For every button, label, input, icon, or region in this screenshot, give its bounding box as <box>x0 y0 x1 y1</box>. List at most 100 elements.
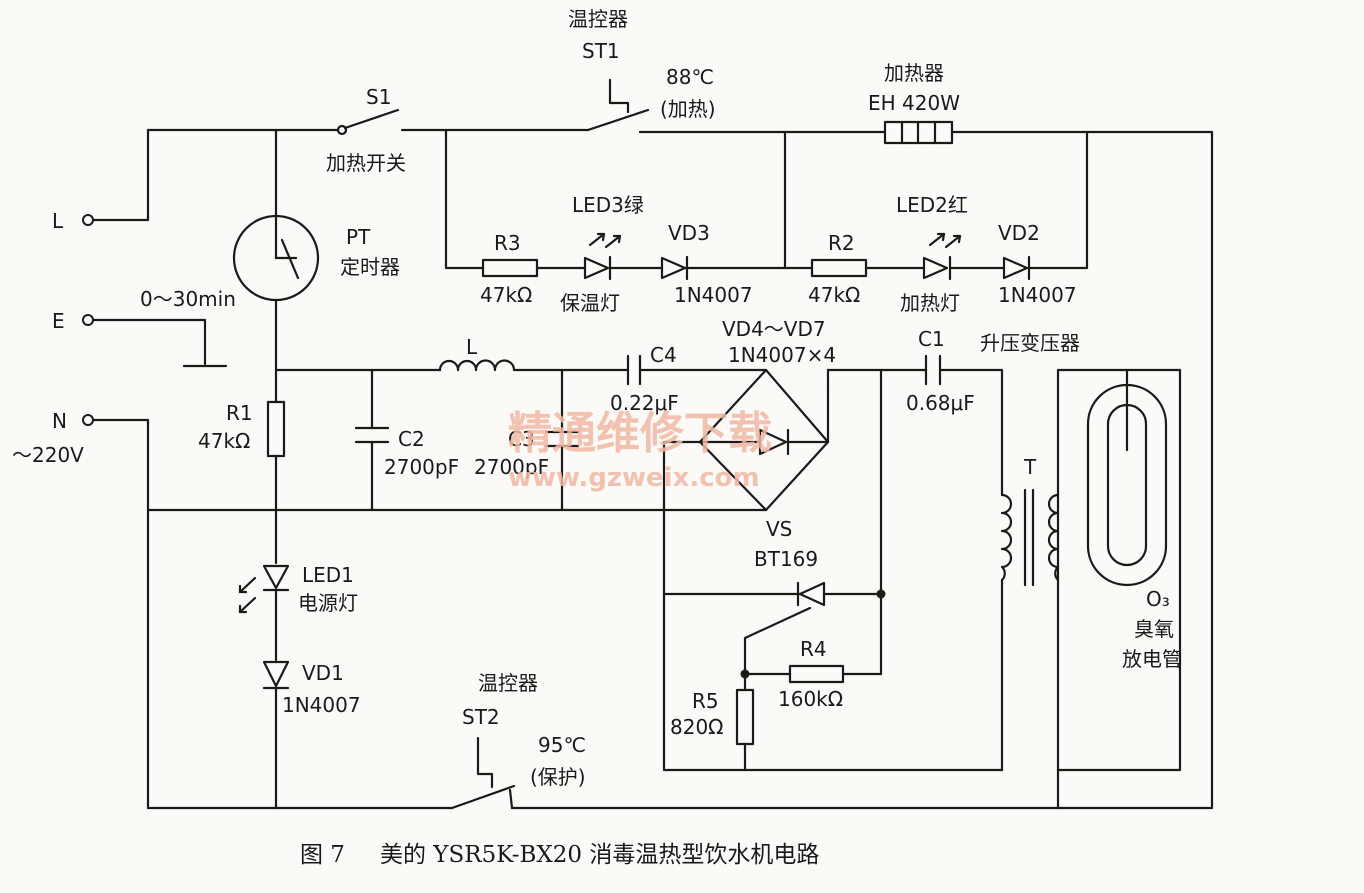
led1-symbol <box>238 564 290 614</box>
st2-temp-label: 95℃ <box>538 733 586 757</box>
capacitor-c3 <box>544 430 580 448</box>
timer-name-label: 定时器 <box>340 255 400 279</box>
capacitor-c1 <box>924 354 942 386</box>
r4-value-label: 160kΩ <box>778 687 843 711</box>
r3-value-label: 47kΩ <box>480 283 532 307</box>
led3-symbol <box>583 232 622 281</box>
terminal-e-label: E <box>52 309 65 333</box>
led3-ref-label: LED3绿 <box>572 193 644 217</box>
resistor-r5 <box>735 688 755 746</box>
resistor-r3 <box>481 258 539 278</box>
s1-ref-label: S1 <box>366 85 391 109</box>
caption-fig-number: 图 7 <box>300 842 345 868</box>
transformer-t <box>1000 488 1060 587</box>
heater-name-label: 加热器 <box>884 61 944 85</box>
c4-ref-label: C4 <box>650 343 677 367</box>
ozone-name1-label: 臭氧 <box>1134 617 1174 641</box>
supply-voltage-label: ～220V <box>12 443 84 467</box>
vd2-part-label: 1N4007 <box>998 283 1077 307</box>
junction-dot <box>740 669 750 679</box>
st2-ref-label: ST2 <box>462 705 500 729</box>
r2-ref-label: R2 <box>828 231 855 255</box>
junctions <box>740 589 886 679</box>
st2-mode-label: (保护) <box>530 765 586 789</box>
labels: L E N ～220V S1 加热开关 温控器 ST1 88℃ (加热) 加热器… <box>12 7 1182 789</box>
st1-ref-label: ST1 <box>582 39 620 63</box>
figure-caption: 图 7 美的 YSR5K-BX20 消毒温热型饮水机电路 <box>300 842 819 868</box>
c1-value-label: 0.68μF <box>906 391 975 415</box>
led2-symbol <box>922 232 962 281</box>
c3-ref-label: C3 <box>508 427 535 451</box>
c3-value-label: 2700pF <box>474 455 549 479</box>
led2-ref-label: LED2红 <box>896 193 968 217</box>
watermark: 精通维修下载 www.gzweix.com <box>508 408 772 493</box>
wire-bridge-left <box>662 440 1004 772</box>
bridge-rectifier <box>662 368 830 512</box>
heater-rating-label: EH 420W <box>868 91 960 115</box>
junction-dot <box>876 589 886 599</box>
diode-vd1 <box>262 660 290 690</box>
ozone-name2-label: 放电管 <box>1122 647 1182 671</box>
terminal-l <box>82 214 94 226</box>
r1-ref-label: R1 <box>226 401 253 425</box>
switch-s1 <box>336 108 400 136</box>
timer-pt-symbol <box>232 214 320 302</box>
bridge-part-label: 1N4007×4 <box>728 343 836 367</box>
r4-ref-label: R4 <box>800 637 827 661</box>
st2-name-label: 温控器 <box>478 671 538 695</box>
resistor-r4 <box>788 664 845 684</box>
led3-name-label: 保温灯 <box>560 291 620 315</box>
st1-temp-label: 88℃ <box>666 65 714 89</box>
heater-element <box>883 120 954 145</box>
vd2-ref-label: VD2 <box>998 221 1040 245</box>
transformer-ref-label: T <box>1023 455 1037 479</box>
scr-ref-label: VS <box>766 517 792 541</box>
scr-part-label: BT169 <box>754 547 818 571</box>
terminal-n <box>82 414 94 426</box>
led1-ref-label: LED1 <box>302 563 354 587</box>
resistor-r2 <box>810 258 868 278</box>
st1-mode-label: (加热) <box>660 97 716 121</box>
ozone-tube-symbol <box>1086 368 1168 587</box>
capacitor-c2 <box>354 426 390 444</box>
c1-ref-label: C1 <box>918 327 945 351</box>
terminal-l-label: L <box>52 209 64 233</box>
led1-name-label: 电源灯 <box>298 591 358 615</box>
wire-vd2-right <box>1026 130 1089 270</box>
wire-heater-right <box>950 130 1214 810</box>
transformer-name-label: 升压变压器 <box>980 331 1080 355</box>
inductor-l <box>438 359 516 372</box>
r2-value-label: 47kΩ <box>808 283 860 307</box>
watermark-line1: 精通维修下载 <box>508 408 772 459</box>
c2-ref-label: C2 <box>398 427 425 451</box>
scr-vs <box>796 581 826 607</box>
vd1-ref-label: VD1 <box>302 661 344 685</box>
terminal-n-label: N <box>52 409 67 433</box>
r5-value-label: 820Ω <box>670 715 723 739</box>
caption-title: 美的 YSR5K-BX20 消毒温热型饮水机电路 <box>380 842 819 868</box>
wire-c1-transformer <box>938 368 1004 497</box>
wire-secondary <box>1056 368 1182 810</box>
r1-value-label: 47kΩ <box>198 429 250 453</box>
thermostat-st1-symbol <box>586 78 650 132</box>
timer-range-label: 0～30min <box>140 287 236 311</box>
r3-ref-label: R3 <box>494 231 521 255</box>
c4-value-label: 0.22μF <box>610 391 679 415</box>
r5-ref-label: R5 <box>692 689 719 713</box>
diode-vd2 <box>1002 255 1031 281</box>
diode-vd3 <box>660 255 689 281</box>
terminals <box>82 214 94 426</box>
ozone-ref-label: O₃ <box>1146 587 1170 611</box>
led2-name-label: 加热灯 <box>900 291 960 315</box>
vd1-part-label: 1N4007 <box>282 693 361 717</box>
vd3-part-label: 1N4007 <box>674 283 753 307</box>
capacitor-c4 <box>626 354 642 386</box>
wire-l-line <box>92 128 340 222</box>
c2-value-label: 2700pF <box>384 455 459 479</box>
timer-ref-label: PT <box>346 225 371 249</box>
thermostat-st2-symbol <box>450 736 1060 810</box>
vd3-ref-label: VD3 <box>668 221 710 245</box>
bridge-ref-label: VD4～VD7 <box>722 317 826 341</box>
wire-scr-gate <box>743 606 812 676</box>
